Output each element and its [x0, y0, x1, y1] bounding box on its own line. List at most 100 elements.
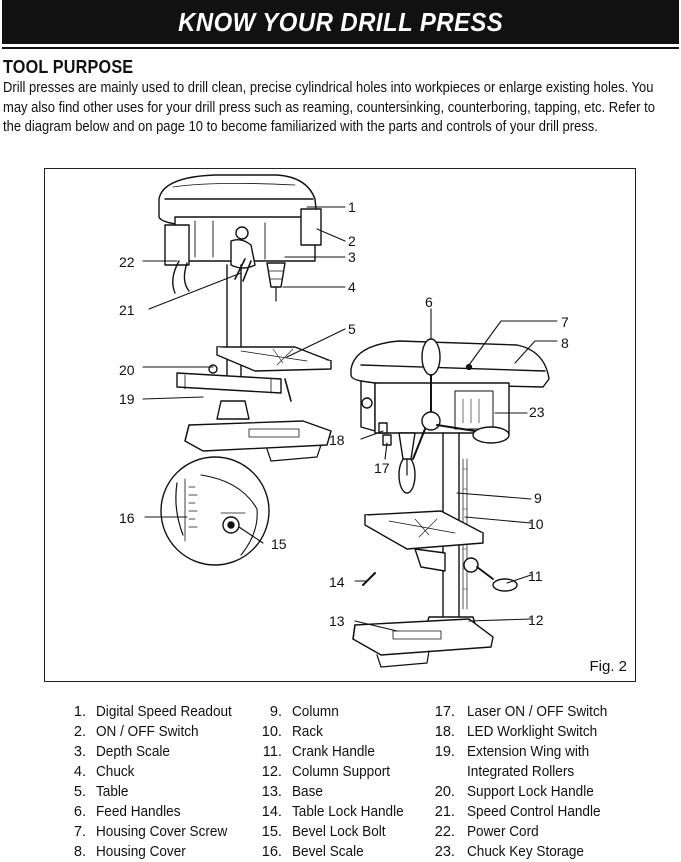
callout-leader-lines	[142, 206, 558, 632]
part-name: Extension Wing with	[467, 744, 590, 760]
callout-3: 3	[348, 249, 356, 265]
drill-press-illustration	[142, 174, 558, 668]
list-item: 7. Housing Cover Screw	[70, 822, 242, 842]
callout-23: 23	[529, 404, 545, 420]
part-number: 7.	[73, 824, 86, 840]
part-number: 17.	[434, 704, 455, 720]
part-number: 5.	[73, 784, 86, 800]
part-name: Integrated Rollers	[467, 764, 575, 780]
part-number: 4.	[73, 764, 86, 780]
part-number: 13.	[261, 784, 282, 800]
list-item: 21. Speed Control Handle	[431, 802, 618, 822]
list-item: 17. Laser ON / OFF Switch	[431, 702, 618, 722]
list-item: 14. Table Lock Handle	[258, 802, 412, 822]
part-name: Bevel Scale	[292, 844, 364, 860]
callout-10: 10	[528, 516, 544, 532]
list-item: 16. Bevel Scale	[258, 842, 412, 862]
part-name: LED Worklight Switch	[467, 724, 598, 740]
intro-line: the diagram below and on page 10 to beco…	[3, 119, 598, 135]
list-item: 10. Rack	[258, 722, 412, 742]
figure-label: Fig. 2	[589, 658, 627, 675]
list-item: 9. Column	[258, 702, 412, 722]
part-number: 14.	[261, 804, 282, 820]
list-item: 8.Housing Cover	[70, 842, 242, 862]
part-number: 18.	[434, 724, 455, 740]
part-name: Table	[96, 784, 129, 800]
part-number: 22.	[434, 824, 455, 840]
part-name: Column	[292, 704, 339, 720]
part-name: Crank Handle	[292, 744, 375, 760]
parts-list-col-3: 17. Laser ON / OFF Switch 18. LED Workligh…	[431, 702, 618, 862]
list-item: 19. Extension Wing with	[431, 742, 618, 762]
list-item: 3.Depth Scale	[70, 742, 242, 762]
part-name: Laser ON / OFF Switch	[467, 704, 608, 720]
callout-11: 11	[528, 568, 543, 584]
part-name: Support Lock Handle	[467, 784, 594, 800]
intro-line: may also find other uses for your drill …	[3, 99, 655, 116]
part-number: 23.	[434, 844, 455, 860]
list-item: Integrated Rollers	[431, 762, 618, 782]
callout-6: 6	[425, 294, 433, 310]
callout-22: 22	[119, 254, 135, 270]
callout-13: 13	[329, 613, 345, 629]
part-number: 10.	[261, 724, 282, 740]
part-name: ON / OFF Switch	[96, 724, 199, 740]
callout-4: 4	[348, 279, 356, 295]
intro-paragraph: Drill presses are mainly used to drill c…	[3, 79, 679, 138]
part-name: Power Cord	[467, 824, 539, 840]
list-item: 23. Chuck Key Storage	[431, 842, 618, 862]
callout-9: 9	[534, 490, 542, 506]
part-name: Rack	[292, 724, 323, 740]
part-number: 16.	[261, 844, 282, 860]
left-drill-press-drawing	[158, 174, 332, 462]
part-number: 19.	[434, 744, 455, 760]
part-name: Housing Cover	[96, 844, 186, 860]
page-header-banner: KNOW YOUR DRILL PRESS	[2, 0, 679, 44]
callout-16: 16	[119, 510, 135, 526]
list-item: 12.Column Support	[258, 762, 412, 782]
part-number: 1.	[73, 704, 86, 720]
list-item: 2. ON / OFF Switch	[70, 722, 242, 742]
bevel-scale-inset	[160, 456, 270, 566]
page-header-title: KNOW YOUR DRILL PRESS	[177, 6, 504, 37]
callout-5: 5	[348, 321, 356, 337]
part-name: Bevel Lock Bolt	[292, 824, 386, 840]
callout-8: 8	[561, 335, 569, 351]
callout-1: 1	[348, 199, 356, 215]
parts-list-col-2: 9. Column 10. Rack 11. Crank Handle 12.Colu…	[258, 702, 412, 862]
part-name: Speed Control Handle	[467, 804, 601, 820]
part-number: 6.	[73, 804, 86, 820]
part-name: Feed Handles	[96, 804, 181, 820]
part-number: 11.	[262, 744, 282, 760]
part-number: 21.	[434, 804, 455, 820]
callout-18: 18	[329, 432, 345, 448]
list-item: 1. Digital Speed Readout	[70, 702, 242, 722]
list-item: 13. Base	[258, 782, 412, 802]
callout-20: 20	[119, 362, 135, 378]
part-name: Depth Scale	[96, 744, 170, 760]
callout-14: 14	[329, 574, 345, 590]
part-number: 9.	[269, 704, 282, 720]
part-number: 2.	[73, 724, 86, 740]
list-item: 5. Table	[70, 782, 242, 802]
callout-19: 19	[119, 391, 135, 407]
intro-line: Drill presses are mainly used to drill c…	[3, 80, 654, 96]
callout-12: 12	[528, 612, 544, 628]
part-number: 20.	[434, 784, 455, 800]
list-item: 11. Crank Handle	[258, 742, 412, 762]
list-item: 6. Feed Handles	[70, 802, 242, 822]
part-number: 15.	[261, 824, 282, 840]
part-name: Digital Speed Readout	[96, 704, 232, 720]
list-item: 15. Bevel Lock Bolt	[258, 822, 412, 842]
right-drill-press-drawing	[350, 338, 550, 668]
part-name: Chuck Key Storage	[467, 844, 584, 860]
list-item: 20. Support Lock Handle	[431, 782, 618, 802]
header-divider	[2, 47, 679, 49]
part-name: Base	[292, 784, 323, 800]
section-title: TOOL PURPOSE	[3, 57, 134, 77]
list-item: 4. Chuck	[70, 762, 242, 782]
part-name: Chuck	[96, 764, 135, 780]
part-name: Table Lock Handle	[292, 804, 404, 820]
part-name: Housing Cover Screw	[96, 824, 228, 840]
callout-21: 21	[119, 302, 135, 318]
